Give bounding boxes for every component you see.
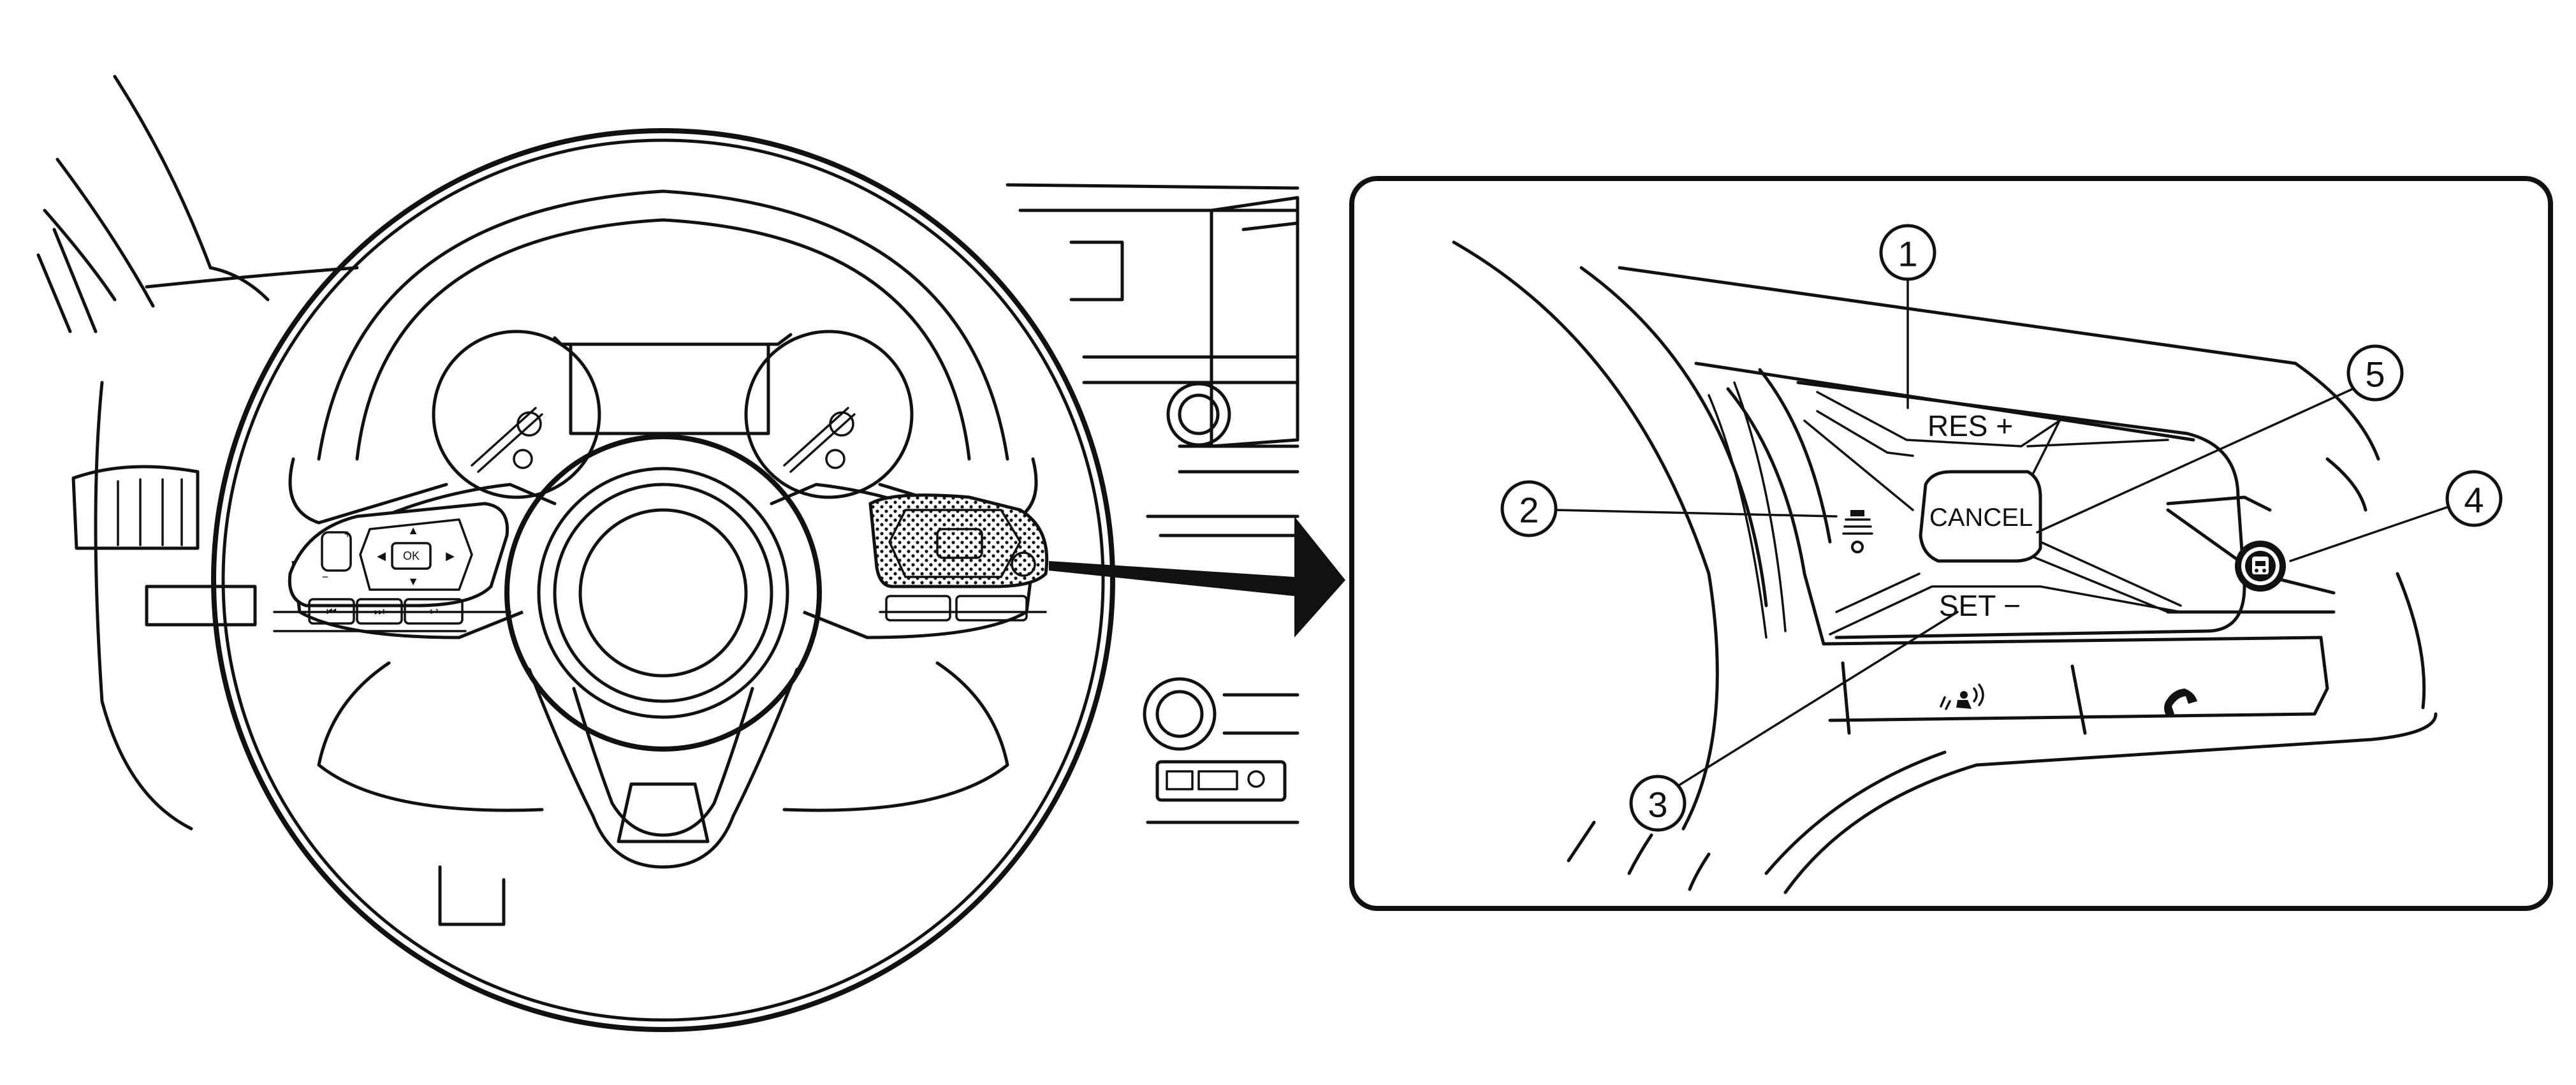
ok-button[interactable]: OK — [403, 550, 420, 562]
instrument-cluster — [432, 330, 914, 499]
callout-4: 4 — [2445, 470, 2503, 527]
lower-button-row — [1822, 636, 2329, 735]
callout-3: 3 — [1629, 775, 1687, 832]
svg-text:+: + — [344, 528, 351, 541]
svg-text:▲: ▲ — [407, 524, 419, 537]
cruise-distance-icon[interactable] — [1842, 510, 1873, 553]
res-plus-label[interactable]: RES + — [1928, 409, 2013, 442]
phone-icon[interactable] — [2164, 688, 2197, 717]
cruise-control-pad — [1708, 381, 2246, 639]
svg-text:2: 2 — [1519, 490, 1539, 530]
svg-text:−: − — [322, 571, 329, 583]
set-minus-label[interactable]: SET − — [1939, 589, 2021, 622]
switch-detail-panel: CANCEL RES + SET − — [1349, 176, 2553, 911]
callout-1: 1 — [1879, 224, 1936, 281]
pointer-arrow-icon — [1049, 516, 1345, 637]
svg-text:1: 1 — [1898, 234, 1917, 274]
svg-text:◀: ◀ — [377, 550, 386, 562]
svg-text:3: 3 — [1648, 785, 1667, 825]
right-steering-switches-highlighted — [868, 493, 1049, 622]
svg-text:▶: ▶ — [446, 550, 455, 562]
leader-lines — [1555, 278, 2450, 789]
cancel-button[interactable]: CANCEL — [1919, 470, 2042, 563]
svg-text:4: 4 — [2464, 480, 2484, 520]
left-steering-switches: + − OK ◀ ▶ ▲ ▼ ⏮ ⏭ ↩ — [273, 502, 511, 632]
center-display — [1210, 196, 1299, 448]
voice-recognition-icon[interactable] — [1940, 683, 1984, 710]
svg-text:5: 5 — [2365, 354, 2385, 395]
dashboard-overview: + − OK ◀ ▶ ▲ ▼ ⏮ ⏭ ↩ — [36, 75, 1345, 1032]
svg-text:▼: ▼ — [407, 575, 419, 588]
callout-2: 2 — [1500, 480, 1558, 537]
callout-5: 5 — [2346, 344, 2404, 402]
cancel-label: CANCEL — [1929, 504, 2033, 532]
propilot-assist-icon[interactable] — [2235, 541, 2286, 592]
left-air-vent — [71, 465, 200, 550]
